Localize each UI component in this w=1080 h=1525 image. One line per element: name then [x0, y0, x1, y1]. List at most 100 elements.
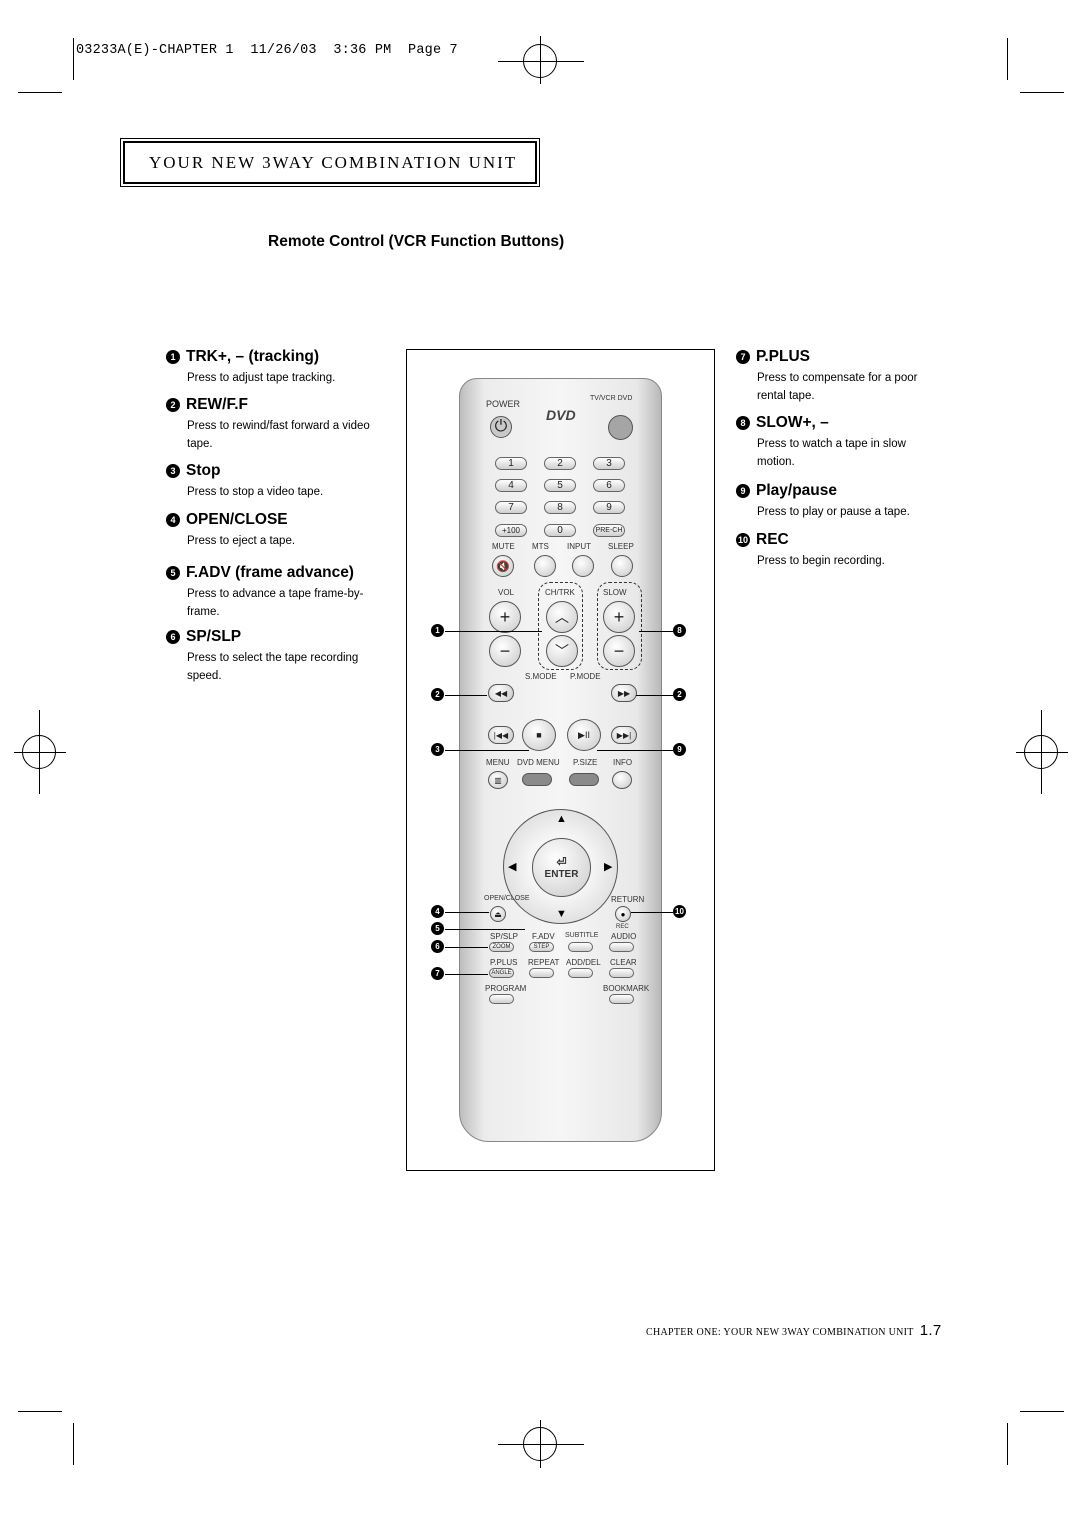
sleep-button[interactable]: [611, 555, 633, 577]
open-close-button[interactable]: ⏏: [490, 906, 506, 922]
digit-0[interactable]: 0: [544, 524, 576, 537]
repeat-label: REPEAT: [528, 958, 560, 967]
rew-button[interactable]: ◀◀: [488, 684, 514, 702]
section-title: Remote Control (VCR Function Buttons): [268, 233, 565, 250]
item-number: 10: [736, 533, 750, 547]
navigation-pad[interactable]: ▲ ▼ ◀ ▶ ⏎ ENTER: [503, 809, 618, 924]
rec-label: REC: [616, 924, 629, 930]
item-title: P.PLUS: [756, 348, 810, 365]
program-label: PROGRAM: [485, 984, 527, 993]
callout-4: 4: [431, 905, 444, 918]
item-title: F.ADV (frame advance): [186, 564, 354, 581]
crop-mark: [498, 1444, 584, 1445]
item-number: 3: [166, 464, 180, 478]
item-description: Press to stop a video tape.: [187, 486, 324, 498]
chapter-banner: YOUR NEW 3WAY COMBINATION UNIT: [120, 138, 540, 187]
callout-line: [445, 695, 487, 696]
menu-label: MENU: [486, 758, 510, 767]
item-title: REW/F.F: [186, 396, 248, 413]
ch-down-button[interactable]: ﹀: [546, 635, 578, 667]
angle-button[interactable]: ANGLE: [489, 968, 514, 978]
dvd-menu-button[interactable]: [522, 773, 552, 786]
play-pause-button[interactable]: ▶II: [567, 719, 601, 751]
power-label: POWER: [486, 399, 521, 409]
callout-line: [597, 750, 673, 751]
chtrk-label: CH/TRK: [545, 588, 575, 597]
vol-label: VOL: [498, 588, 515, 597]
digit-6[interactable]: 6: [593, 479, 625, 492]
callout-10: 10: [673, 905, 686, 918]
item-number: 2: [166, 398, 180, 412]
chtrk-highlight: [538, 582, 583, 670]
item-description: Press to eject a tape.: [187, 535, 296, 547]
info-button[interactable]: [612, 771, 632, 789]
crop-mark: [73, 1423, 74, 1465]
digit-5[interactable]: 5: [544, 479, 576, 492]
prech-button[interactable]: PRE-CH: [593, 524, 625, 537]
crop-mark: [14, 752, 66, 753]
crop-mark: [18, 1411, 62, 1412]
mts-label: MTS: [532, 542, 549, 551]
ff-button[interactable]: ▶▶: [611, 684, 637, 702]
item-description: Press to watch a tape in slow motion.: [757, 438, 906, 468]
add-del-button[interactable]: [568, 968, 593, 978]
return-label: RETURN: [611, 895, 645, 904]
clear-label: CLEAR: [610, 958, 637, 967]
repeat-button[interactable]: [529, 968, 554, 978]
program-button[interactable]: [489, 994, 514, 1004]
crop-mark: [18, 92, 62, 93]
ch-up-button[interactable]: ︿: [546, 601, 578, 633]
arrow-down-icon[interactable]: ▼: [556, 908, 567, 920]
digit-3[interactable]: 3: [593, 457, 625, 470]
slow-minus-button[interactable]: −: [603, 635, 635, 667]
step-button[interactable]: STEP: [529, 942, 554, 952]
tvvcr-dvd-button[interactable]: [608, 415, 633, 440]
arrow-left-icon[interactable]: ◀: [508, 861, 517, 873]
digit-9[interactable]: 9: [593, 501, 625, 514]
callout-6: 6: [431, 940, 444, 953]
bookmark-button[interactable]: [609, 994, 634, 1004]
mute-button[interactable]: 🔇: [492, 555, 514, 577]
vol-down-button[interactable]: −: [489, 635, 521, 667]
rec-button[interactable]: ●: [615, 906, 631, 922]
prev-button[interactable]: |◀◀: [488, 726, 514, 744]
item-description: Press to adjust tape tracking.: [187, 372, 336, 384]
item-description: Press to rewind/fast forward a video tap…: [187, 420, 370, 450]
slow-plus-button[interactable]: +: [603, 601, 635, 633]
stop-button[interactable]: ■: [522, 719, 556, 751]
digit-1[interactable]: 1: [495, 457, 527, 470]
dvd-menu-label: DVD MENU: [517, 758, 560, 767]
item-number: 9: [736, 484, 750, 498]
enter-button[interactable]: ⏎ ENTER: [532, 838, 591, 897]
psize-button[interactable]: [569, 773, 599, 786]
input-label: INPUT: [567, 542, 591, 551]
footer-text: CHAPTER ONE: YOUR NEW 3WAY COMBINATION U…: [646, 1327, 914, 1338]
next-button[interactable]: ▶▶|: [611, 726, 637, 744]
input-button[interactable]: [572, 555, 594, 577]
psize-label: P.SIZE: [573, 758, 598, 767]
item-number: 5: [166, 566, 180, 580]
callout-line: [445, 631, 542, 632]
clear-button[interactable]: [609, 968, 634, 978]
power-button[interactable]: ⏻: [490, 416, 512, 438]
mts-button[interactable]: [534, 555, 556, 577]
audio-button[interactable]: [609, 942, 634, 952]
menu-button[interactable]: ▥: [488, 771, 508, 789]
vol-up-button[interactable]: +: [489, 601, 521, 633]
slow-highlight: [597, 582, 642, 670]
zoom-button[interactable]: ZOOM: [489, 942, 514, 952]
digit-4[interactable]: 4: [495, 479, 527, 492]
arrow-up-icon[interactable]: ▲: [556, 813, 567, 825]
arrow-right-icon[interactable]: ▶: [604, 861, 613, 873]
subtitle-button[interactable]: [568, 942, 593, 952]
plus100-button[interactable]: +100: [495, 524, 527, 537]
callout-line: [445, 947, 488, 948]
digit-7[interactable]: 7: [495, 501, 527, 514]
callout-line: [445, 750, 529, 751]
digit-8[interactable]: 8: [544, 501, 576, 514]
digit-2[interactable]: 2: [544, 457, 576, 470]
